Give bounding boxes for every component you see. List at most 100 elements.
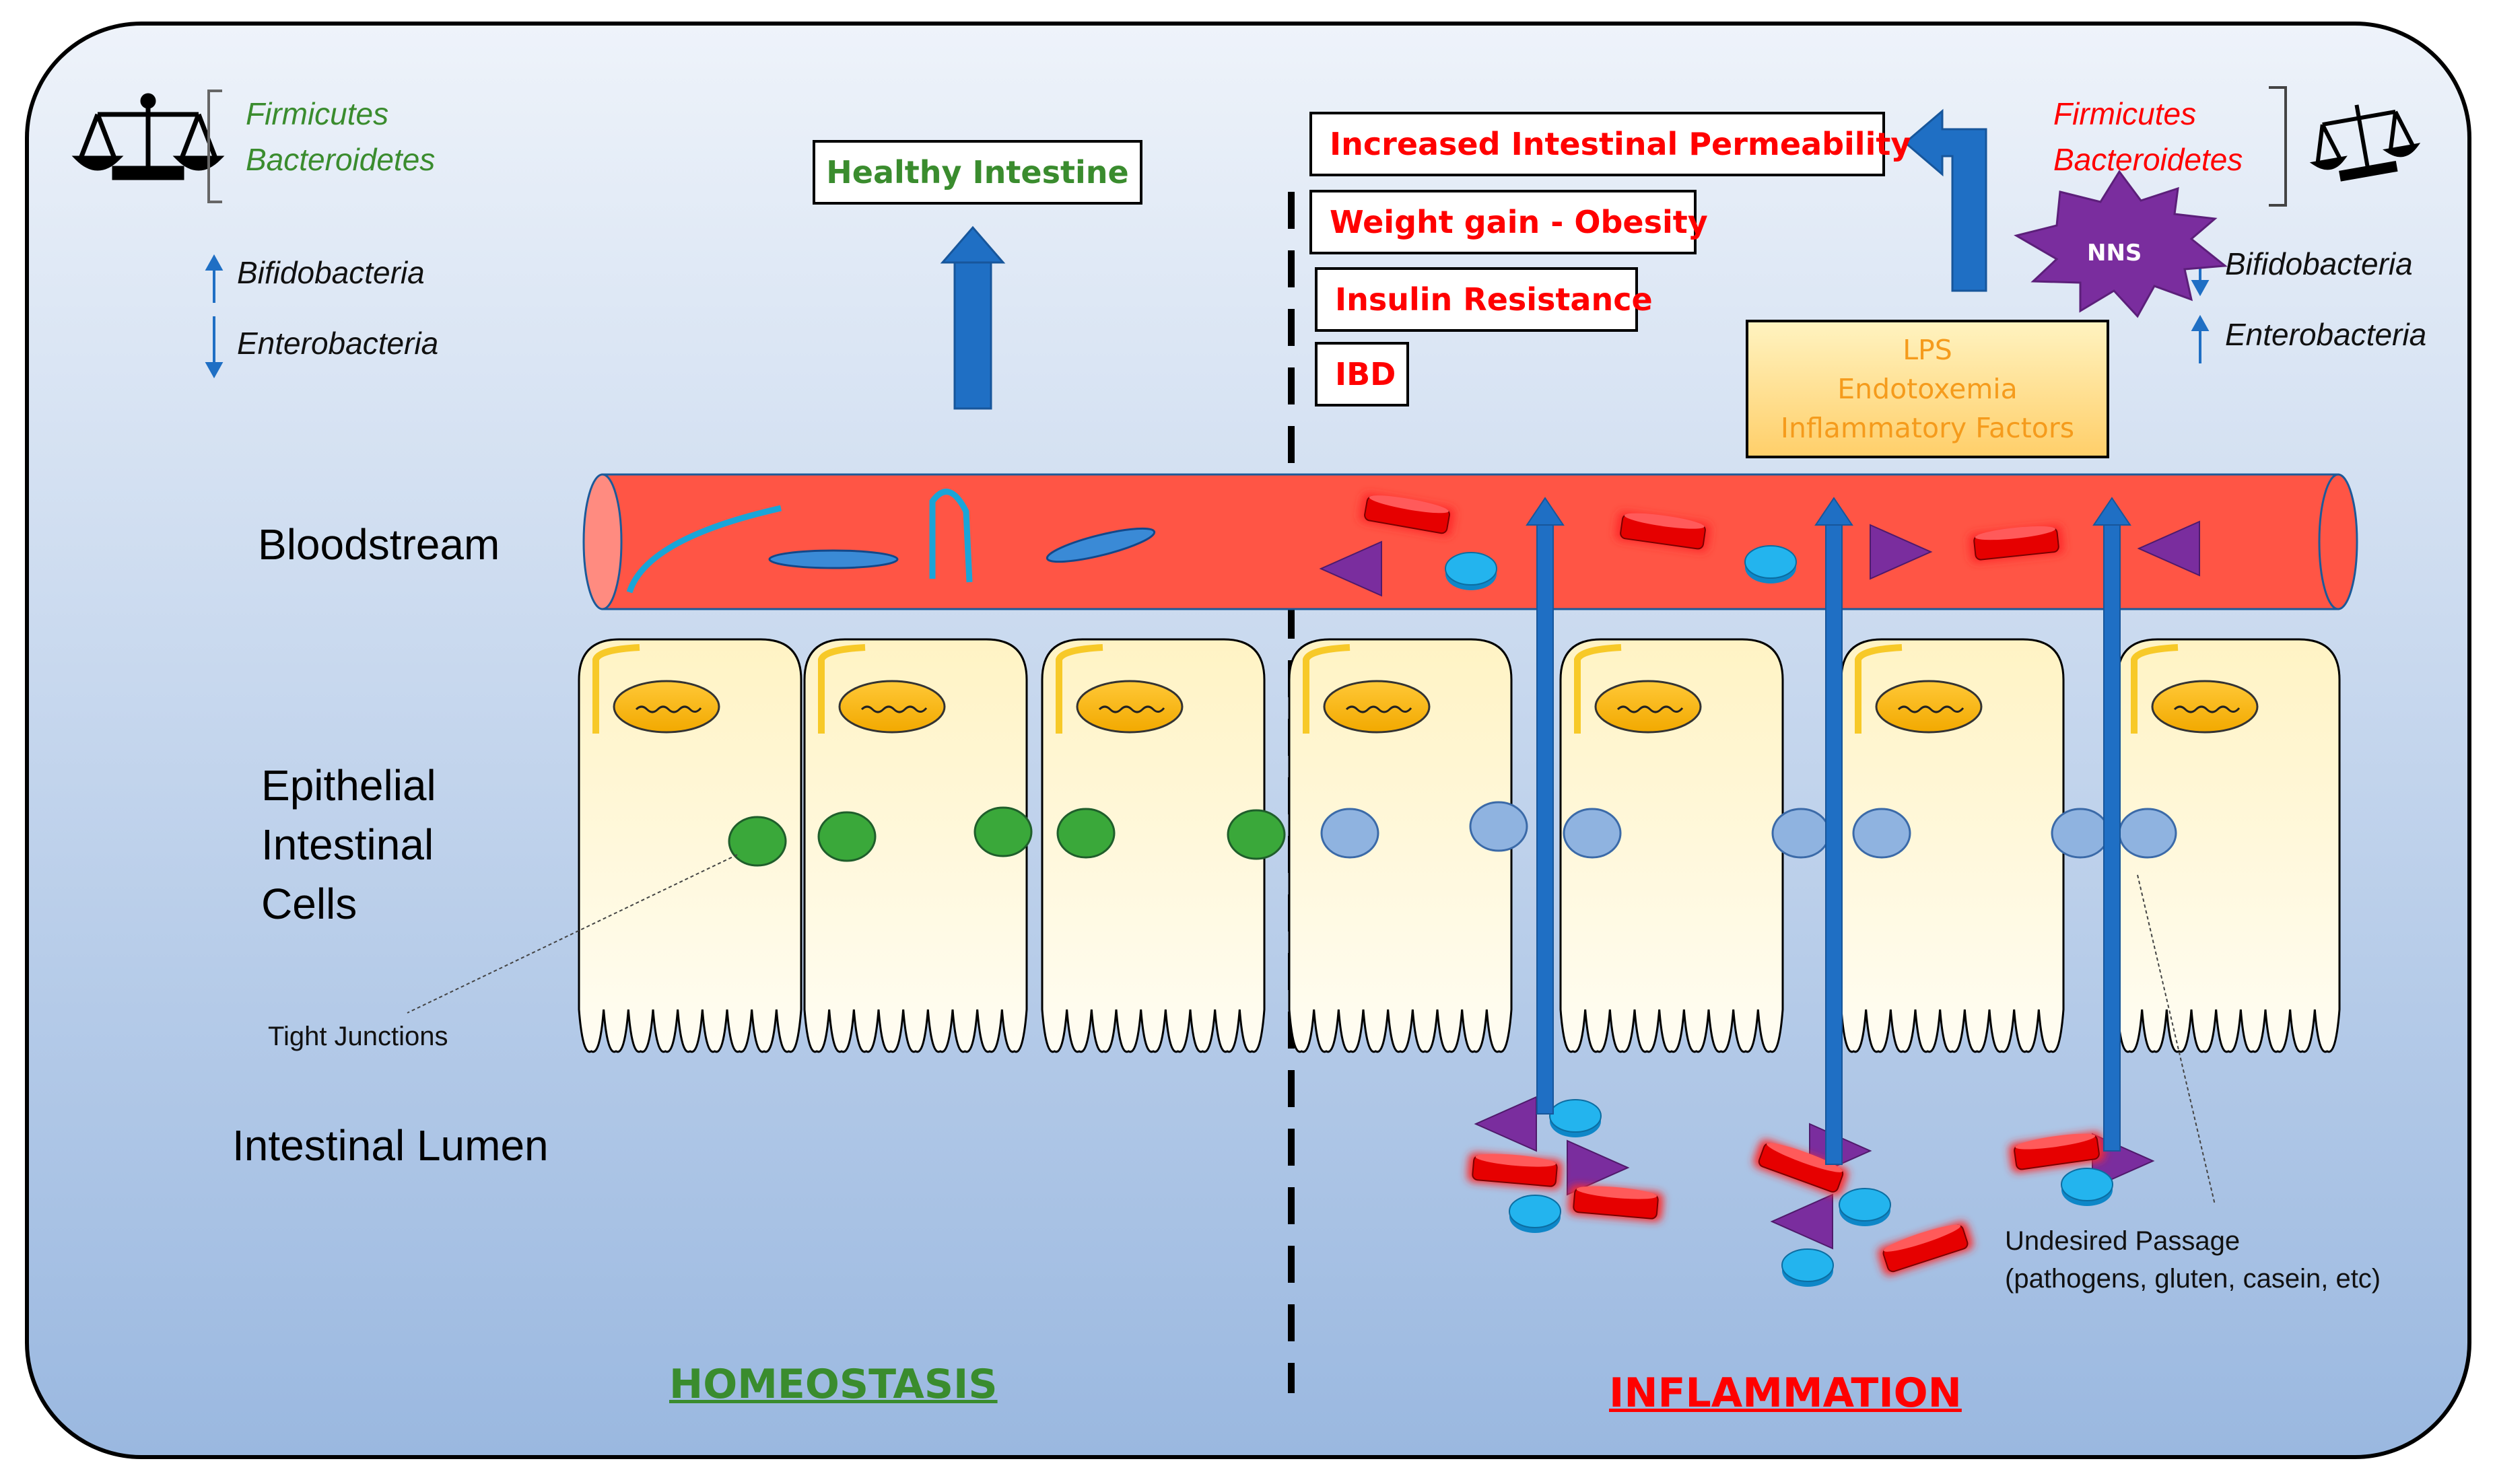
cell-body xyxy=(578,638,802,1053)
left-enterobacteria: Enterobacteria xyxy=(237,326,439,361)
red-particle-top xyxy=(1975,526,2056,540)
balance-scale-tilted-icon xyxy=(2309,104,2421,182)
passage-leader xyxy=(2137,874,2216,1205)
blue-particle-top xyxy=(2061,1168,2113,1201)
lumen-label: Intestinal Lumen xyxy=(232,1121,549,1170)
tight-junction-leaky xyxy=(1771,808,1831,859)
nns-label: NNS xyxy=(2087,240,2142,267)
passage-label-1: Undesired Passage xyxy=(2005,1226,2241,1256)
red-particle xyxy=(1568,1185,1664,1222)
blue-particle-top xyxy=(1445,552,1497,586)
bracket-left xyxy=(207,90,222,203)
red-particle xyxy=(1359,493,1456,537)
epithelial-cells xyxy=(578,638,2341,1053)
epithelial-label-2: Intestinal xyxy=(261,820,434,869)
epithelial-cell xyxy=(803,638,1028,1053)
lps-line-1: LPS xyxy=(1903,334,1952,366)
red-particle xyxy=(1878,1222,1973,1275)
red-particle xyxy=(2008,1131,2105,1173)
lps-box: LPS Endotoxemia Inflammatory Factors xyxy=(1746,320,2109,458)
red-particle-top xyxy=(1576,1186,1657,1199)
tight-junction-leaky xyxy=(1563,808,1622,859)
bracket-right xyxy=(2269,86,2287,207)
cell-body xyxy=(1041,638,1266,1053)
blue-particle-top xyxy=(1781,1248,1834,1282)
lps-line-3: Inflammatory Factors xyxy=(1780,412,2075,444)
outcome-ibd: IBD xyxy=(1315,342,1409,407)
tight-junction-leaky xyxy=(2051,808,2110,859)
right-enterobacteria: Enterobacteria xyxy=(2225,317,2427,352)
blue-particle-top xyxy=(1549,1099,1602,1133)
right-bifidobacteria: Bifidobacteria xyxy=(2225,246,2413,281)
blue-particle xyxy=(1549,1099,1602,1137)
blue-particle-top xyxy=(1744,545,1797,579)
healthy-bacteria xyxy=(626,489,1156,594)
right-firmicutes: Firmicutes xyxy=(2053,96,2197,131)
epithelial-label-1: Epithelial xyxy=(261,761,436,810)
nucleus-dna xyxy=(1897,705,1964,713)
nucleus-dna xyxy=(1616,705,1684,713)
left-firmicutes: Firmicutes xyxy=(246,96,389,131)
blue-particle xyxy=(1744,545,1797,584)
nucleus-dna xyxy=(1345,705,1412,713)
red-particle-top xyxy=(1475,1154,1557,1167)
red-particle xyxy=(1614,511,1711,553)
bloodstream-label: Bloodstream xyxy=(258,520,500,569)
outcome-permeability: Increased Intestinal Permeability xyxy=(1309,112,1911,176)
tight-junction-leader xyxy=(407,854,738,1014)
blue-particle-top xyxy=(1839,1188,1891,1222)
red-particle-top xyxy=(2015,1133,2096,1150)
cell-highlight xyxy=(1303,644,1351,734)
nucleus-dna xyxy=(1098,705,1165,713)
nucleus-dna xyxy=(635,705,702,713)
blue-particle-top xyxy=(1509,1195,1561,1228)
cell-highlight xyxy=(2131,644,2179,734)
purple-particle xyxy=(1474,1096,1537,1152)
cell-body xyxy=(2116,638,2341,1053)
tight-junction-healthy xyxy=(1227,809,1286,860)
inflammation-particles xyxy=(1319,493,2200,1287)
epithelial-cell xyxy=(1288,638,1513,1053)
healthy-up-arrow xyxy=(940,225,1006,410)
arrow-up-small-icon xyxy=(205,254,224,303)
tight-junction-leaky xyxy=(1320,808,1379,859)
red-particle-top xyxy=(1369,495,1449,514)
blue-particle xyxy=(1445,552,1497,590)
left-bifidobacteria: Bifidobacteria xyxy=(237,255,425,290)
cell-highlight xyxy=(1056,644,1103,734)
epithelial-cell xyxy=(1559,638,1784,1053)
passage-label-2: (pathogens, gluten, casein, etc) xyxy=(2005,1264,2381,1294)
blue-particle xyxy=(2061,1168,2113,1206)
red-particle-top xyxy=(1624,513,1705,529)
cell-body xyxy=(1288,638,1513,1053)
purple-particle xyxy=(1770,1193,1833,1250)
tight-junctions-label: Tight Junctions xyxy=(268,1022,448,1051)
red-particle xyxy=(1467,1152,1563,1190)
cell-body xyxy=(803,638,1028,1053)
inflammation-title: INFLAMMATION xyxy=(1609,1370,1962,1417)
healthy-intestine-box: Healthy Intestine xyxy=(813,140,1142,205)
red-particle-top xyxy=(1883,1224,1961,1252)
purple-particle xyxy=(1870,524,1933,580)
cell-body xyxy=(1559,638,1784,1053)
outcome-obesity: Weight gain - Obesity xyxy=(1309,190,1708,254)
purple-particle xyxy=(1319,540,1382,597)
epithelial-cell xyxy=(1041,638,1266,1053)
passage-arrows xyxy=(1526,497,2131,1165)
tight-junction-healthy xyxy=(973,806,1033,857)
nns-starburst xyxy=(2014,170,2228,318)
purple-particle xyxy=(2137,520,2200,577)
purple-particle xyxy=(1567,1139,1630,1196)
nucleus-dna xyxy=(860,705,928,713)
cell-highlight xyxy=(818,644,866,734)
left-bacteroidetes: Bacteroidetes xyxy=(246,142,436,177)
right-bacteroidetes: Bacteroidetes xyxy=(2053,142,2243,177)
arrow-up-small-right-icon xyxy=(2191,314,2210,363)
cell-highlight xyxy=(1574,644,1622,734)
arrow-down-small-icon xyxy=(205,316,224,379)
cell-body xyxy=(1840,638,2065,1053)
cell-highlight xyxy=(1855,644,1903,734)
epithelial-label-3: Cells xyxy=(261,880,357,928)
red-particle-top xyxy=(1767,1143,1843,1172)
